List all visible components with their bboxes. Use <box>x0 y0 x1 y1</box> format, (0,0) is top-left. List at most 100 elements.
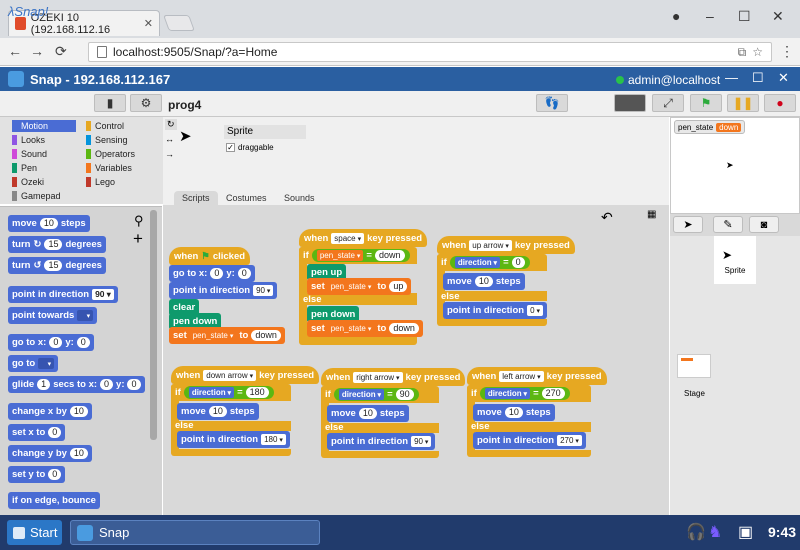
tab-sounds[interactable]: Sounds <box>284 193 315 203</box>
pen-up-block[interactable]: pen up <box>307 264 347 281</box>
pen-down-block[interactable]: pen down <box>169 313 222 330</box>
reload-icon[interactable]: ⟳ <box>55 43 67 59</box>
equals-operator[interactable]: pen_state=down <box>311 249 410 262</box>
new-tab-button[interactable] <box>163 15 195 31</box>
green-flag-icon[interactable]: ⚑ <box>690 94 722 112</box>
minimize-window-button[interactable]: – <box>706 8 714 24</box>
category-sensing[interactable]: Sensing <box>86 134 150 146</box>
category-pen[interactable]: Pen <box>12 162 76 174</box>
robot-icon[interactable]: ♞ <box>708 524 723 541</box>
maximize-window-button[interactable]: ☐ <box>738 8 751 24</box>
add-turtle-sprite-icon[interactable]: ➤ <box>673 216 703 233</box>
green-flag-hat[interactable]: when⚑clicked <box>169 247 251 265</box>
palette-scrollbar[interactable] <box>150 210 157 440</box>
pause-icon[interactable]: ❚❚ <box>727 94 759 112</box>
back-icon[interactable]: ← <box>8 43 22 59</box>
clear-block[interactable]: clear <box>169 299 200 316</box>
url-input[interactable]: localhost:9505/Snap/?a=Home ⧉ ☆ <box>88 42 772 62</box>
category-gamepad[interactable]: Gamepad <box>12 190 76 202</box>
no-rotate-icon[interactable]: → <box>165 149 174 159</box>
category-control[interactable]: Control <box>86 120 150 132</box>
app-minimize-button[interactable]: — <box>725 70 738 85</box>
translate-icon[interactable]: ⧉ <box>737 44 747 59</box>
category-looks[interactable]: Looks <box>12 134 76 146</box>
browser-menu-icon[interactable]: ⋮ <box>780 43 794 59</box>
stop-icon[interactable]: ● <box>764 94 796 112</box>
undo-icon[interactable]: ↶ <box>601 209 613 225</box>
taskbar-snap-app[interactable]: Snap <box>70 520 320 545</box>
keyboard-icon[interactable]: ▦ <box>647 209 657 220</box>
tab-costumes[interactable]: Costumes <box>226 193 267 203</box>
stage-mode-icon[interactable]: 👣 <box>536 94 568 112</box>
app-maximize-button[interactable]: ☐ <box>752 70 764 85</box>
pen-down-block[interactable]: pen down <box>307 306 360 323</box>
category-motion[interactable]: Motion <box>12 120 76 132</box>
rotate-style-icon[interactable]: ↻ <box>165 119 177 130</box>
app-close-button[interactable]: ✕ <box>778 70 789 85</box>
search-icon[interactable]: ⚲ <box>134 213 144 228</box>
add-block-icon[interactable]: + <box>133 229 143 248</box>
fullscreen-icon[interactable]: ⤢ <box>652 94 684 112</box>
bookmark-star-icon[interactable]: ☆ <box>752 45 763 59</box>
category-sound[interactable]: Sound <box>12 148 76 160</box>
sprite-name-input[interactable]: Sprite <box>224 125 306 139</box>
draggable-checkbox[interactable]: ✓draggable <box>226 143 274 152</box>
lr-style-icon[interactable]: ↔ <box>165 134 174 144</box>
category-ozeki[interactable]: Ozeki <box>12 176 76 188</box>
category-variables[interactable]: Variables <box>86 162 150 174</box>
palette-edge-bounce-block[interactable]: if on edge, bounce <box>8 492 100 509</box>
normal-stage-icon[interactable] <box>614 94 646 112</box>
paint-brush-icon[interactable]: ✎ <box>713 216 743 233</box>
palette-point-towards-block[interactable]: point towards <box>8 307 98 324</box>
monitor-keyboard-icon[interactable]: ▣ <box>738 524 754 541</box>
sprite-arrow-icon[interactable]: ➤ <box>726 160 734 170</box>
headset-icon[interactable]: 🎧 <box>686 524 706 541</box>
start-button[interactable]: Start <box>7 520 62 545</box>
page-info-icon[interactable] <box>97 46 107 58</box>
space-key-hat[interactable]: whenspacekey pressed <box>299 229 428 247</box>
file-menu-icon[interactable]: ▮ <box>94 94 126 112</box>
stage-thumbnail[interactable] <box>677 354 711 378</box>
category-lego[interactable]: Lego <box>86 176 150 188</box>
close-tab-icon[interactable]: ✕ <box>143 18 153 30</box>
profile-icon[interactable]: ● <box>672 8 681 24</box>
browser-tab[interactable]: OZEKI 10 (192.168.112.16 ✕ <box>8 10 160 36</box>
snap-logo[interactable]: λSnap! <box>8 4 49 19</box>
camera-icon[interactable]: ◙ <box>749 216 779 233</box>
settings-gear-icon[interactable]: ⚙ <box>130 94 162 112</box>
palette-goto-block[interactable]: go to <box>8 355 59 372</box>
